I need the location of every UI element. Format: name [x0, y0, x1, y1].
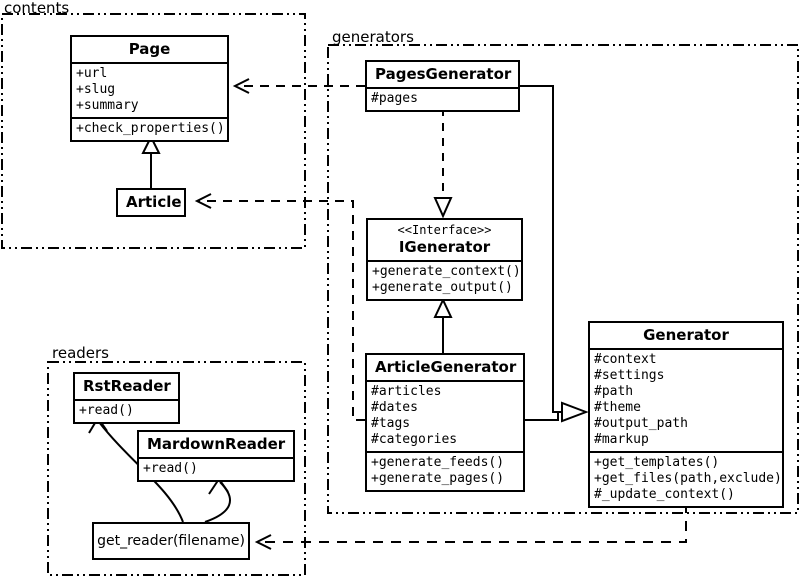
open-arrowhead-icon — [232, 78, 250, 94]
class-attribute: #articles — [371, 384, 442, 399]
class-attribute: #dates — [371, 400, 418, 415]
class-method: +generate_feeds() — [371, 455, 505, 470]
open-arrowhead-icon — [194, 193, 212, 209]
methods-compartment: +read() — [139, 457, 293, 480]
class-method: +read() — [143, 461, 198, 476]
attributes-compartment: #pages — [367, 87, 518, 110]
hollow-triangle-icon — [433, 197, 453, 219]
edge-articlegenerator-uses-article — [194, 193, 365, 421]
package-label-readers: readers — [52, 344, 109, 362]
hollow-triangle-icon — [561, 401, 589, 423]
package-border-readers — [47, 361, 306, 576]
class-attribute: #tags — [371, 416, 411, 431]
class-title: ArticleGenerator — [375, 358, 517, 376]
methods-compartment: +read() — [75, 399, 178, 422]
class-box-page: Page +url +slug +summary +check_properti… — [70, 35, 229, 142]
class-box-generator: Generator #context #settings #path #them… — [588, 321, 784, 508]
class-attribute: #output_path — [594, 416, 688, 431]
package-label-contents: contents — [4, 0, 70, 17]
edge-pagesgenerator-uses-page — [232, 78, 365, 94]
class-attribute: #categories — [371, 432, 458, 447]
methods-compartment: +check_properties() — [72, 117, 227, 140]
class-method: +generate_output() — [372, 280, 513, 295]
class-box-article: Article — [116, 188, 186, 217]
class-method: +generate_pages() — [371, 471, 505, 486]
class-attribute: #settings — [594, 368, 665, 383]
edge-generators-extend-generator — [520, 85, 589, 423]
node-get-reader: get_reader(filename) — [92, 522, 250, 560]
class-attribute: +slug — [76, 82, 116, 97]
hollow-triangle-icon — [433, 297, 453, 318]
class-title: IGenerator — [398, 238, 491, 256]
class-attribute: +summary — [76, 98, 139, 113]
class-method: +generate_context() — [372, 264, 521, 279]
class-box-articlegenerator: ArticleGenerator #articles #dates #tags … — [365, 353, 525, 492]
class-attribute: #pages — [371, 91, 418, 106]
attributes-compartment: #articles #dates #tags #categories — [367, 380, 523, 451]
methods-compartment: +generate_feeds() +generate_pages() — [367, 451, 523, 490]
class-attribute: #context — [594, 352, 657, 367]
package-border-contents — [1, 13, 306, 249]
class-attribute: #theme — [594, 400, 641, 415]
class-stereotype: <<Interface>> — [397, 223, 492, 237]
methods-compartment: +generate_context() +generate_output() — [368, 260, 521, 299]
node-label: get_reader(filename) — [97, 533, 245, 549]
class-title: Article — [126, 193, 182, 211]
package-border-generators — [327, 44, 799, 514]
class-attribute: +url — [76, 66, 108, 81]
class-title: Generator — [643, 326, 729, 344]
edge-generator-uses-getreader — [254, 503, 687, 550]
class-title: Page — [128, 40, 171, 58]
class-box-pagesgenerator: PagesGenerator #pages — [365, 60, 520, 112]
attributes-compartment: #context #settings #path #theme #output_… — [590, 348, 782, 451]
class-method: #_update_context() — [594, 487, 735, 502]
class-title: RstReader — [83, 377, 171, 395]
edge-articlegenerator-implements-igenerator — [433, 297, 453, 353]
class-attribute: #markup — [594, 432, 649, 447]
edge-getreader-to-markdownreader — [204, 477, 231, 523]
class-title: MardownReader — [147, 435, 286, 453]
class-method: +get_files(path,exclude) — [594, 471, 782, 486]
hollow-triangle-icon — [141, 134, 161, 154]
class-method: +check_properties() — [76, 121, 225, 136]
class-title: PagesGenerator — [375, 65, 512, 83]
class-box-rstreader: RstReader +read() — [73, 372, 180, 424]
methods-compartment: +get_templates() +get_files(path,exclude… — [590, 451, 782, 506]
open-arrowhead-icon — [254, 534, 272, 550]
package-label-generators: generators — [332, 28, 414, 46]
edge-article-extends-page — [141, 134, 161, 188]
edge-pagesgenerator-implements-igenerator — [433, 108, 453, 219]
class-method: +get_templates() — [594, 455, 720, 470]
class-box-markdownreader: MardownReader +read() — [137, 430, 295, 482]
attributes-compartment: +url +slug +summary — [72, 62, 227, 117]
class-box-igenerator: <<Interface>> IGenerator +generate_conte… — [366, 218, 523, 301]
class-attribute: #path — [594, 384, 634, 399]
class-method: +read() — [79, 403, 134, 418]
